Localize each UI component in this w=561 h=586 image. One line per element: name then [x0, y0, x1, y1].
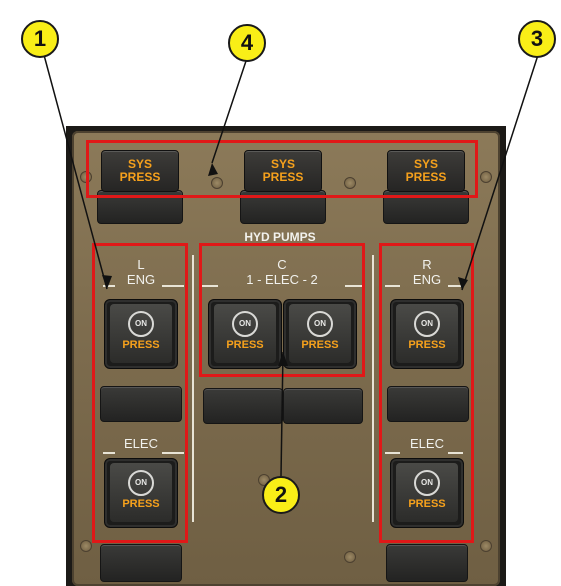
on-indicator: ON	[307, 311, 333, 337]
press-label: PRESS	[405, 170, 447, 184]
on-indicator: ON	[128, 470, 154, 496]
on-indicator: ON	[414, 470, 440, 496]
elec-label: 1 - ELEC - 2	[246, 272, 318, 287]
screw-icon	[480, 540, 492, 552]
leader-line-4	[211, 57, 248, 164]
right-eng-label: R ENG	[391, 257, 463, 287]
press-label: PRESS	[408, 498, 446, 510]
divider	[192, 255, 194, 522]
l-label: L	[137, 257, 145, 272]
press-label: PRESS	[122, 339, 160, 351]
screw-icon	[211, 177, 223, 189]
press-label: PRESS	[262, 170, 304, 184]
callout-1: 1	[21, 20, 59, 58]
divider	[448, 285, 463, 287]
on-indicator: ON	[232, 311, 258, 337]
press-label: PRESS	[226, 339, 264, 351]
on-indicator: ON	[414, 311, 440, 337]
blank-plate	[283, 388, 363, 424]
blank-plate	[386, 544, 468, 582]
press-label: PRESS	[119, 170, 161, 184]
divider	[448, 452, 463, 454]
right-eng-pump-button[interactable]: ON PRESS	[390, 299, 464, 369]
sys-label: SYS	[270, 157, 295, 171]
arrow-head-3	[458, 277, 468, 290]
leader-line-3	[461, 54, 539, 291]
center-elec2-pump-button[interactable]: ON PRESS	[283, 299, 357, 369]
eng-label: ENG	[412, 272, 442, 287]
blank-plate	[203, 388, 283, 424]
sys-press-light-right: SYS PRESS	[387, 150, 465, 192]
sys-label: SYS	[413, 157, 438, 171]
sys-label: SYS	[127, 157, 152, 171]
highlight-sys-press	[86, 140, 478, 198]
press-label: PRESS	[408, 339, 446, 351]
leader-line-2	[280, 351, 284, 477]
highlight-right-pumps	[379, 243, 474, 543]
button-face: ON PRESS	[396, 463, 458, 522]
eng-label: ENG	[126, 272, 156, 287]
right-elec-label: ELEC	[410, 436, 444, 451]
leader-line-1	[43, 54, 108, 290]
divider	[345, 285, 363, 287]
button-face: ON PRESS	[289, 304, 351, 363]
left-elec-pump-button[interactable]: ON PRESS	[104, 458, 178, 528]
screw-icon	[344, 551, 356, 563]
button-face: ON PRESS	[110, 463, 172, 522]
divider	[372, 255, 374, 522]
divider	[200, 285, 218, 287]
press-label: PRESS	[122, 498, 160, 510]
blank-plate	[100, 544, 182, 582]
sys-press-light-left: SYS PRESS	[101, 150, 179, 192]
panel-title: HYD PUMPS	[244, 230, 316, 242]
r-label: R	[422, 257, 432, 272]
center-elec-label: C 1 - ELEC - 2	[200, 257, 364, 287]
blank-plate	[100, 386, 182, 422]
button-face: ON PRESS	[396, 304, 458, 363]
sys-press-light-center: SYS PRESS	[244, 150, 322, 192]
center-elec1-pump-button[interactable]: ON PRESS	[208, 299, 282, 369]
left-eng-pump-button[interactable]: ON PRESS	[104, 299, 178, 369]
divider	[385, 285, 400, 287]
callout-2: 2	[262, 476, 300, 514]
divider	[385, 452, 400, 454]
arrow-head-2	[278, 352, 288, 366]
blank-plate	[387, 386, 469, 422]
screw-icon	[80, 540, 92, 552]
screw-icon	[344, 177, 356, 189]
arrow-head-4	[208, 163, 218, 176]
on-indicator: ON	[128, 311, 154, 337]
arrow-head-1	[102, 275, 112, 289]
button-face: ON PRESS	[110, 304, 172, 363]
left-elec-label: ELEC	[124, 436, 158, 451]
callout-3: 3	[518, 20, 556, 58]
left-eng-label: L ENG	[105, 257, 177, 287]
highlight-left-pumps	[92, 243, 188, 543]
divider	[162, 452, 184, 454]
divider	[162, 285, 184, 287]
press-label: PRESS	[301, 339, 339, 351]
c-label: C	[277, 257, 287, 272]
divider	[103, 452, 115, 454]
divider	[103, 285, 115, 287]
screw-icon	[480, 171, 492, 183]
button-face: ON PRESS	[214, 304, 276, 363]
right-elec-pump-button[interactable]: ON PRESS	[390, 458, 464, 528]
callout-4: 4	[228, 24, 266, 62]
